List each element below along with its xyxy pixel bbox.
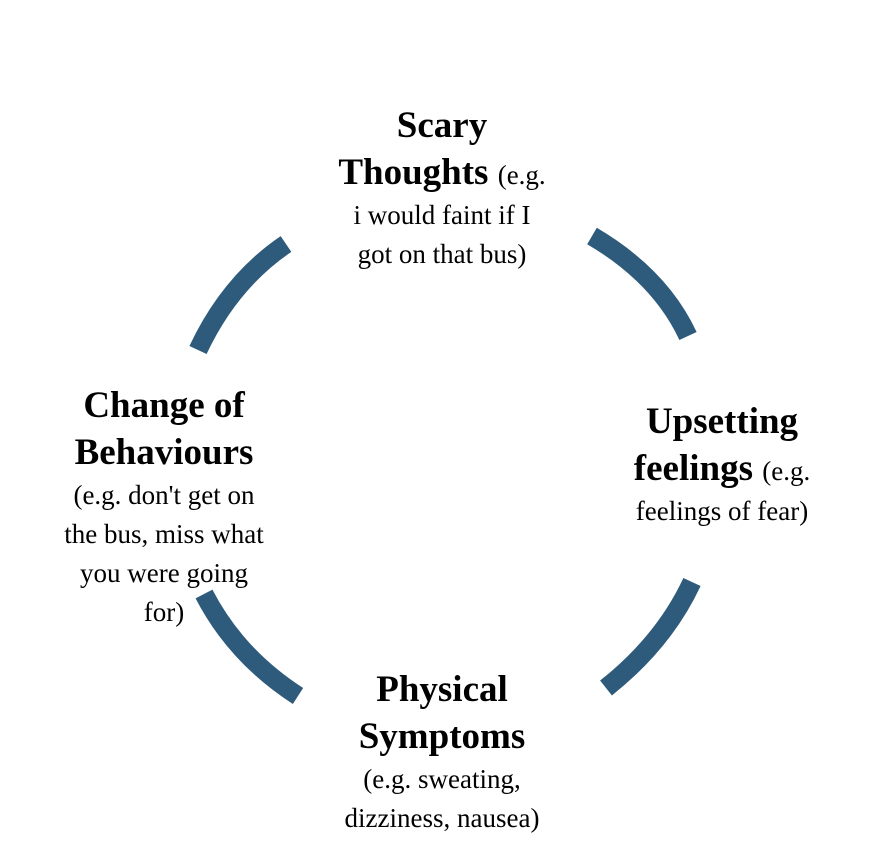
node-scary-thoughts: Scary Thoughts (e.g. i would faint if I … <box>292 102 592 274</box>
node-title-line: feelings <box>633 448 753 489</box>
node-title-line: Thoughts <box>338 152 489 193</box>
node-title-line: Physical <box>376 669 508 710</box>
node-title: Physical Symptoms <box>292 666 592 760</box>
node-inline-note: (e.g. <box>762 456 811 486</box>
node-title-line: Change of <box>83 385 245 426</box>
node-body-line: (e.g. don't get on <box>73 480 255 510</box>
arc-top-right <box>587 227 697 341</box>
node-title-line: Scary <box>396 105 488 146</box>
node-body-line: i would faint if I <box>353 200 531 230</box>
node-title: Upsetting feelings (e.g. <box>596 398 848 492</box>
node-title-line: Behaviours <box>74 432 254 473</box>
node-body-line: got on that bus) <box>357 239 527 269</box>
node-inline-note: (e.g. <box>497 160 546 190</box>
node-body-line: (e.g. sweating, <box>363 764 521 794</box>
node-upsetting-feelings: Upsetting feelings (e.g. feelings of fea… <box>596 398 848 531</box>
arc-bottom-left <box>195 589 304 704</box>
node-body-line: the bus, miss what <box>64 519 264 549</box>
node-title: Change of Behaviours <box>26 382 302 476</box>
node-title: Scary Thoughts (e.g. <box>292 102 592 196</box>
arc-bottom-right <box>600 577 701 696</box>
node-body-line: dizziness, nausea) <box>344 803 540 833</box>
node-body-line: you were going <box>80 558 248 588</box>
node-body-line: feelings of fear) <box>635 496 809 526</box>
node-change-of-behaviours: Change of Behaviours (e.g. don't get on … <box>26 382 302 632</box>
node-physical-symptoms: Physical Symptoms (e.g. sweating, dizzin… <box>292 666 592 838</box>
node-body-line: for) <box>143 597 185 627</box>
node-title-line: Symptoms <box>358 716 526 757</box>
arc-top-left <box>189 236 292 355</box>
node-title-line: Upsetting <box>645 401 799 442</box>
